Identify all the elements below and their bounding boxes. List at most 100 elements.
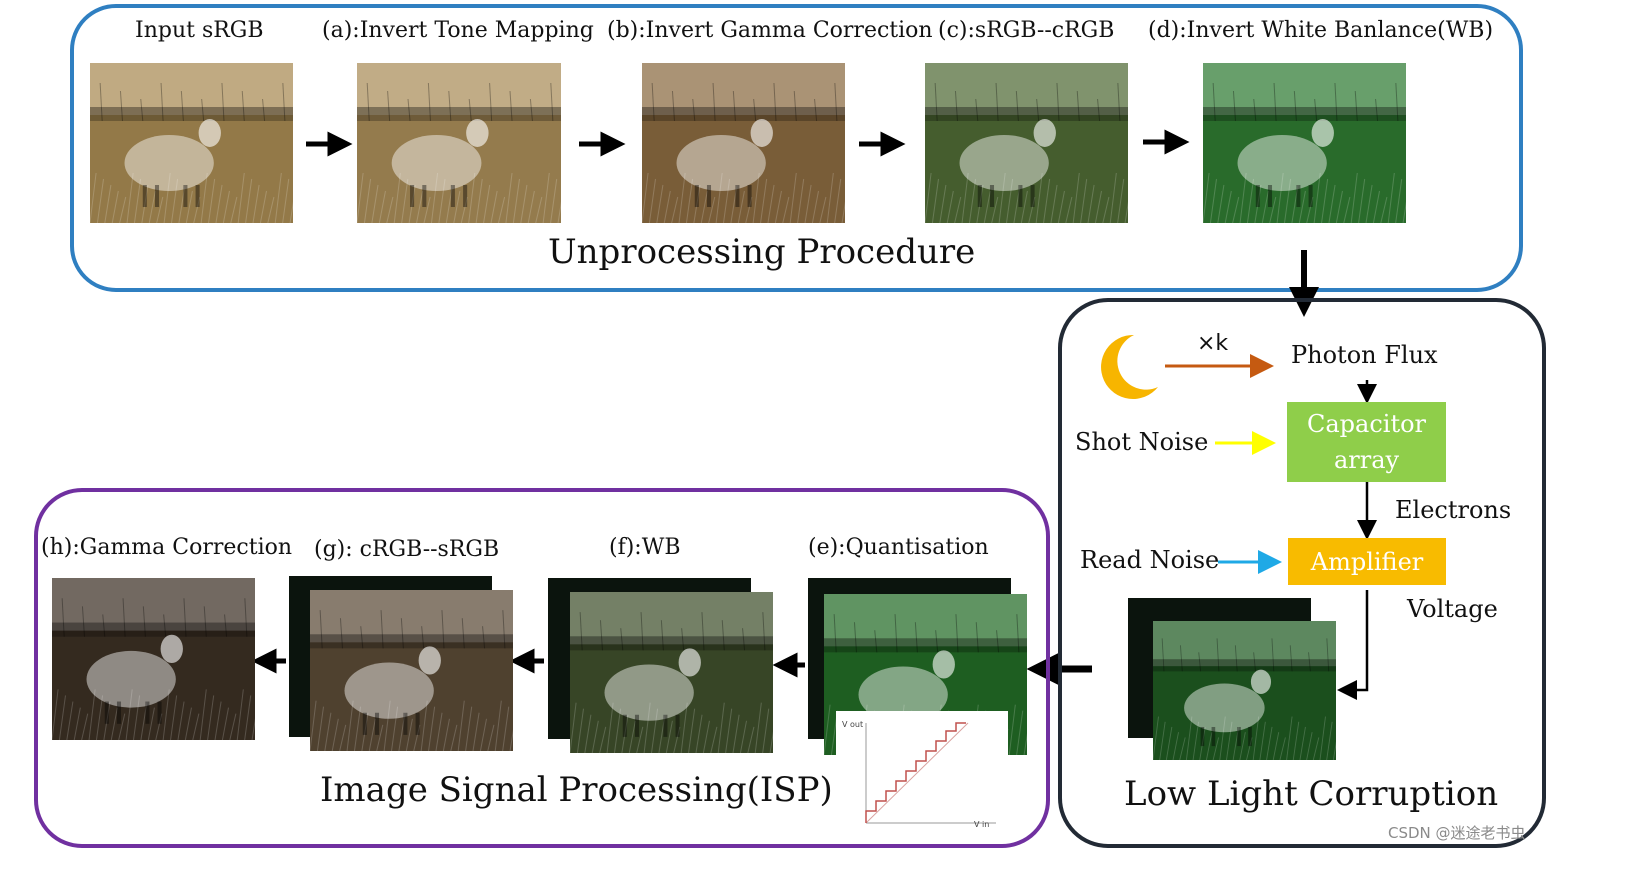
scene-grass: [494, 700, 502, 751]
stage-label-c: (c):sRGB--cRGB: [938, 18, 1115, 43]
sheep-head: [678, 648, 701, 677]
scene-grass: [185, 190, 193, 223]
scene-grass: [460, 196, 468, 223]
scene-grass: [599, 726, 607, 753]
scene-sky: [1203, 63, 1406, 115]
sheep-leg: [622, 714, 627, 737]
scene-tree: [1232, 90, 1236, 122]
scene-sky: [357, 63, 561, 115]
scene-grass: [171, 178, 179, 223]
scene-tree: [1056, 82, 1060, 122]
sheep-leg: [374, 712, 380, 735]
scene-grass: [66, 701, 74, 740]
scene-tree: [387, 90, 391, 122]
scene-tree: [934, 82, 938, 122]
read-noise-label: Read Noise: [1080, 546, 1220, 574]
scene-tree: [1308, 652, 1311, 672]
sheep-scene: [925, 63, 1128, 223]
scene-grass: [405, 718, 413, 751]
stage-label-f: (f):WB: [609, 535, 681, 560]
scene-grass: [199, 689, 207, 740]
scene-grass: [413, 724, 421, 751]
scene-tree: [122, 598, 126, 637]
scene-grass: [946, 190, 954, 223]
scene-tree: [753, 98, 757, 122]
scene-grass: [468, 172, 476, 223]
scene-grass: [1350, 172, 1358, 223]
scene-grass: [1246, 737, 1253, 760]
sheep-scene: [1153, 621, 1336, 760]
scene-grass: [824, 704, 831, 755]
scene-grass: [636, 726, 644, 753]
stage-label-input: Input sRGB: [135, 18, 264, 43]
scene-tree: [995, 82, 999, 122]
scene-grass: [1365, 184, 1373, 223]
sheep-head: [1311, 119, 1334, 147]
scene-tree: [509, 90, 513, 122]
scene-grass: [1335, 190, 1343, 223]
scene-tree: [61, 598, 65, 637]
sheep-head: [418, 646, 441, 675]
scene-grass: [133, 695, 141, 740]
scene-grass: [408, 184, 416, 223]
unprocessing-title: Unprocessing Procedure: [548, 232, 976, 272]
scene-tree: [1354, 90, 1358, 122]
sheep-scene: [52, 578, 255, 740]
scene-grass: [237, 172, 245, 223]
scene-grass: [450, 724, 458, 751]
sheep-body: [391, 135, 482, 191]
scene-tree: [954, 90, 958, 122]
scene-grass: [465, 706, 473, 751]
scene-grass: [1179, 737, 1186, 760]
scene-grass: [483, 184, 491, 223]
sheep-leg: [422, 185, 427, 207]
sheep-leg: [1200, 726, 1205, 747]
low-light-box: [1058, 298, 1546, 848]
scene-tree: [400, 618, 404, 649]
scene-grass: [1254, 184, 1262, 223]
scene-grass: [976, 184, 984, 223]
scene-tree: [712, 82, 716, 122]
sheep-leg: [116, 701, 122, 724]
photo-input-srgb: [90, 63, 293, 223]
scene-grass: [192, 713, 200, 740]
scene-grass: [1219, 716, 1226, 760]
scene-grass: [769, 731, 773, 753]
sheep-leg: [142, 185, 147, 207]
scene-tree: [975, 622, 979, 653]
scene-grass: [505, 172, 513, 223]
scene-grass: [826, 172, 834, 223]
scene-base: [570, 592, 773, 753]
scene-grass: [1185, 716, 1193, 760]
scene-tree: [461, 618, 465, 649]
sheep-body: [858, 666, 948, 723]
scene-tree: [833, 614, 837, 653]
scene-tree: [529, 98, 533, 122]
scene-treeline: [1153, 659, 1336, 672]
scene-tree: [1179, 645, 1183, 672]
scene-tree: [894, 614, 898, 653]
scene-tree: [482, 626, 486, 649]
scene-grass: [357, 172, 364, 223]
scene-grass: [715, 172, 723, 223]
scene-grass: [81, 713, 89, 740]
scene-grass: [1232, 196, 1240, 223]
scene-tree: [221, 82, 225, 122]
scene-grass: [782, 196, 790, 223]
scene-grass: [420, 700, 428, 751]
scene-grass: [229, 713, 237, 740]
scene-tree: [241, 90, 245, 122]
sheep-leg: [450, 185, 455, 207]
scene-grass: [1284, 178, 1292, 223]
scene-grass: [1326, 721, 1333, 760]
sheep-leg: [410, 185, 415, 207]
scene-grass: [346, 700, 354, 751]
sheep-body: [86, 650, 176, 708]
scene-grass: [453, 190, 461, 223]
scene-tree: [244, 598, 248, 637]
scene-grass: [747, 726, 755, 753]
multiplier-label: ×k: [1197, 331, 1229, 356]
scene-tree: [1198, 652, 1202, 672]
scene-grass: [111, 190, 119, 223]
scene-grass: [754, 702, 762, 753]
